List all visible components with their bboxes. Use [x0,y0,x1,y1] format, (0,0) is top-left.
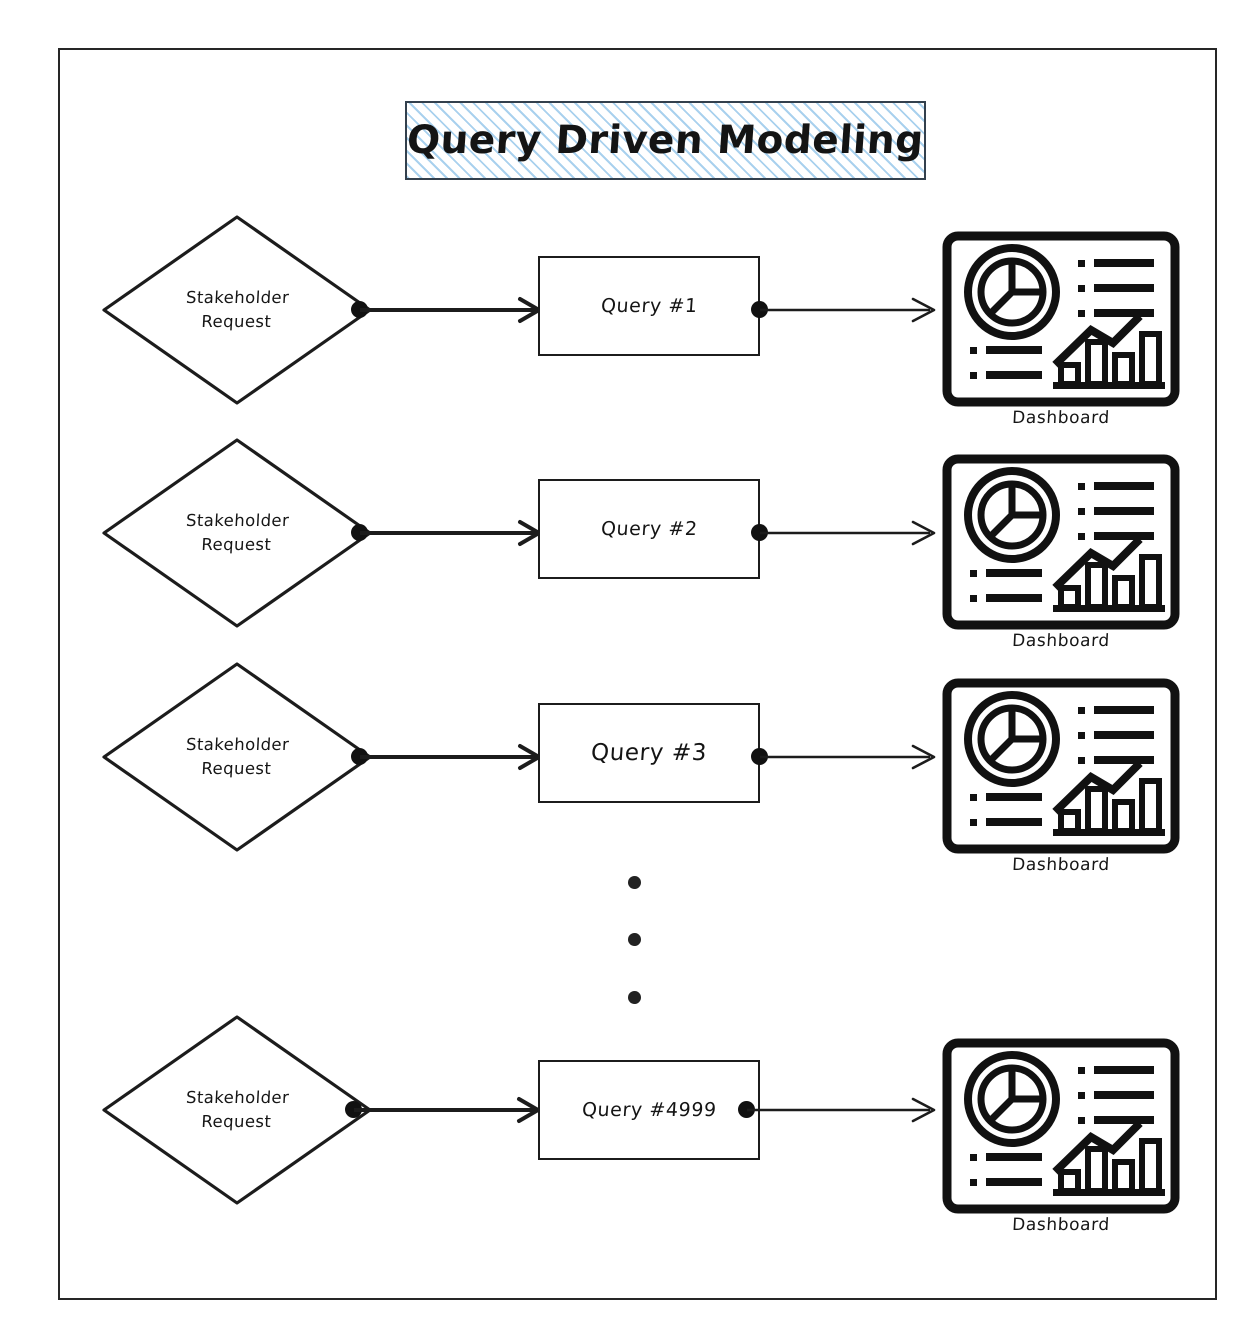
connector-dot-diamond-4 [345,1101,362,1118]
dashboard-caption-4: Dashboard [1011,1215,1111,1235]
bullet-list-bottom-left [970,346,1042,379]
bar-chart-with-trend-line [1052,313,1165,389]
connector-dot-query-2 [751,524,768,541]
stakeholder-request-diamond-2[interactable]: Stakeholder Request [101,437,373,629]
connector-dot-diamond-3 [351,748,368,765]
bar-chart-with-trend-line [1052,536,1165,612]
vertical-ellipsis [628,876,642,1006]
bullet-list-top-right [1078,1066,1154,1124]
dashboard-4[interactable]: Dashboard [941,1037,1181,1252]
dashboard-icon [942,454,1180,630]
bullet-list-top-right [1078,482,1154,540]
query-label-1: Query #1 [599,295,699,317]
stakeholder-request-diamond-4[interactable]: Stakeholder Request [101,1014,373,1206]
query-box-4[interactable]: Query #4999 [538,1060,760,1160]
bullet-list-bottom-left [970,1153,1042,1186]
dashboard-caption-3: Dashboard [1011,855,1111,875]
diamond-shape [102,662,372,852]
dashboard-caption-2: Dashboard [1011,631,1111,651]
connector-dot-query-3 [751,748,768,765]
diagram-title-banner: Query Driven Modeling [405,101,926,180]
arrow-query-to-dashboard-1 [760,297,936,323]
arrow-request-to-query-1 [360,297,541,323]
arrow-query-to-dashboard-2 [760,520,936,546]
page-title: Query Driven Modeling [405,118,926,163]
query-box-2[interactable]: Query #2 [538,479,760,579]
ellipsis-dot [628,876,641,889]
connector-dot-query-4 [738,1101,755,1118]
query-label-3: Query #3 [590,740,708,766]
ellipsis-dot [628,991,641,1004]
arrow-query-to-dashboard-3 [760,744,936,770]
connector-dot-diamond-2 [351,524,368,541]
stakeholder-request-diamond-3[interactable]: Stakeholder Request [101,661,373,853]
query-box-3[interactable]: Query #3 [538,703,760,803]
ellipsis-dot [628,933,641,946]
dashboard-icon [942,678,1180,854]
arrow-request-to-query-2 [360,520,541,546]
diamond-shape [102,438,372,628]
dashboard-1[interactable]: Dashboard [941,230,1181,445]
diamond-shape [102,1015,372,1205]
query-box-1[interactable]: Query #1 [538,256,760,356]
arrow-request-to-query-3 [360,744,541,770]
diamond-shape [102,215,372,405]
dashboard-3[interactable]: Dashboard [941,677,1181,892]
bullet-list-bottom-left [970,793,1042,826]
stakeholder-request-diamond-1[interactable]: Stakeholder Request [101,214,373,406]
dashboard-icon [942,231,1180,407]
dashboard-caption-1: Dashboard [1011,408,1111,428]
arrow-query-to-dashboard-4 [747,1097,936,1123]
arrow-request-to-query-4 [354,1097,540,1123]
dashboard-2[interactable]: Dashboard [941,453,1181,668]
bullet-list-bottom-left [970,569,1042,602]
bullet-list-top-right [1078,259,1154,317]
dashboard-icon [942,1038,1180,1214]
bullet-list-top-right [1078,706,1154,764]
connector-dot-diamond-1 [351,301,368,318]
query-label-2: Query #2 [599,518,699,540]
bar-chart-with-trend-line [1052,1120,1165,1196]
query-label-4: Query #4999 [580,1099,718,1121]
bar-chart-with-trend-line [1052,760,1165,836]
connector-dot-query-1 [751,301,768,318]
